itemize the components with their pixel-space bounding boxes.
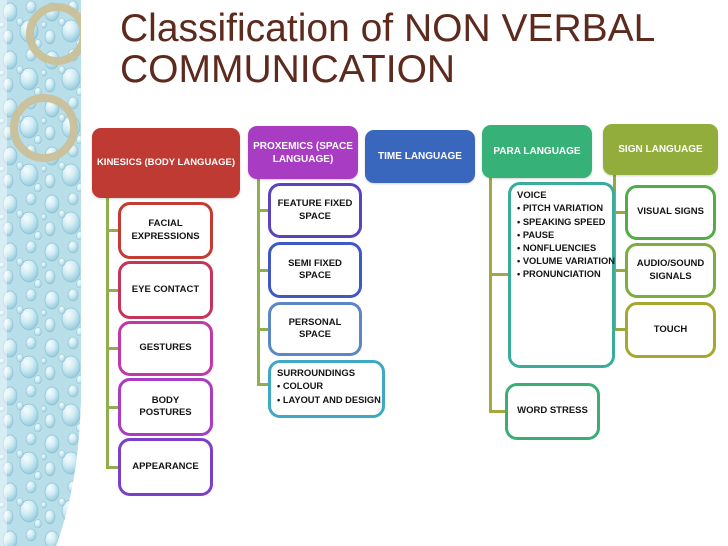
node-semi-fixed-space: SEMI FIXED SPACE (268, 242, 362, 298)
connector-sign-stub (613, 328, 625, 331)
connector-kinesics-stub (106, 347, 118, 350)
connector-kinesics-stub (106, 466, 118, 469)
node-eye-contact: EYE CONTACT (118, 261, 213, 319)
connector-proxemics-stub (257, 383, 268, 386)
node-appearance: APPEARANCE (118, 438, 213, 496)
node-voice: VOICE • PITCH VARIATION • SPEAKING SPEED… (508, 182, 615, 368)
node-personal-space: PERSONAL SPACE (268, 302, 362, 356)
node-body-postures: BODY POSTURES (118, 378, 213, 436)
node-facial-expressions: FACIAL EXPRESSIONS (118, 202, 213, 259)
node-word-stress: WORD STRESS (505, 383, 600, 440)
connector-kinesics-stub (106, 229, 118, 232)
bullet-item: • LAYOUT AND DESIGN (277, 394, 381, 405)
node-touch: TOUCH (625, 302, 716, 358)
ring-icon (10, 94, 78, 162)
connector-para-stub (489, 410, 505, 413)
bullet-item: • SPEAKING SPEED (517, 216, 606, 227)
header-proxemics: PROXEMICS (SPACE LANGUAGE) (248, 126, 358, 179)
node-surroundings: SURROUNDINGS • COLOUR • LAYOUT AND DESIG… (268, 360, 385, 418)
slide-title: Classification of NON VERBAL COMMUNICATI… (120, 8, 700, 90)
bullet-item: • VOLUME VARIATION (517, 256, 615, 267)
connector-proxemics-stub (257, 209, 268, 212)
node-gestures: GESTURES (118, 321, 213, 376)
bullet-item: • COLOUR (277, 381, 324, 392)
connector-para-vline (489, 177, 492, 413)
connector-kinesics-stub (106, 406, 118, 409)
connector-para-stub (489, 273, 508, 276)
bullet-item: • NONFLUENCIES (517, 243, 597, 254)
node-surroundings-title: SURROUNDINGS (277, 368, 356, 379)
connector-proxemics-vline (257, 177, 260, 386)
header-sign-language: SIGN LANGUAGE (603, 124, 718, 175)
header-kinesics: KINESICS (BODY LANGUAGE) (92, 128, 240, 198)
connector-proxemics-stub (257, 269, 268, 272)
slide-title-line2: COMMUNICATION (120, 48, 456, 91)
bullet-item: • PITCH VARIATION (517, 203, 604, 214)
node-visual-signs: VISUAL SIGNS (625, 185, 716, 240)
connector-proxemics-stub (257, 328, 268, 331)
bullet-item: • PRONUNCIATION (517, 269, 601, 280)
node-feature-fixed-space: FEATURE FIXED SPACE (268, 183, 362, 238)
bullet-item: • PAUSE (517, 229, 555, 240)
water-droplet-strip (0, 0, 81, 546)
connector-sign-stub (613, 211, 625, 214)
slide-title-line1: Classification of NON VERBAL (120, 7, 656, 50)
connector-kinesics-stub (106, 289, 118, 292)
node-audio-sound-signals: AUDIO/SOUND SIGNALS (625, 243, 716, 298)
header-para-language: PARA LANGUAGE (482, 125, 592, 178)
connector-kinesics-vline (106, 196, 109, 469)
connector-sign-stub (613, 269, 625, 272)
ring-icon (26, 3, 81, 65)
node-voice-title: VOICE (517, 190, 547, 201)
header-time-language: TIME LANGUAGE (365, 130, 475, 183)
